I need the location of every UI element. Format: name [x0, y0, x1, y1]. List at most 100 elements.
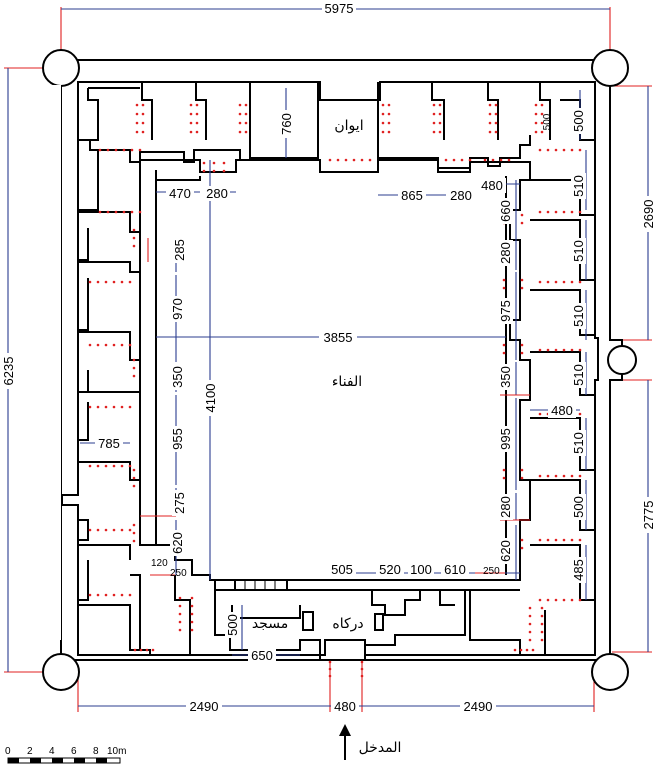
dim-350-right: 350: [498, 366, 513, 388]
doorway-dot: [578, 348, 582, 352]
dim-620-left: 620: [170, 532, 185, 554]
doorway-dot: [554, 280, 558, 284]
doorway-dot: [151, 648, 155, 652]
doorway-dot: [132, 539, 136, 543]
doorway-dot: [546, 280, 550, 284]
doorway-dot: [244, 121, 248, 125]
doorway-dot: [98, 210, 102, 214]
dim-660: 660: [498, 200, 513, 222]
doorway-dot: [578, 280, 582, 284]
entrance-arrow: المدخل: [339, 724, 401, 760]
dim-610: 610: [444, 562, 466, 577]
doorway-dot: [488, 121, 492, 125]
doorway-dot: [520, 286, 524, 290]
doorway-dot: [106, 148, 110, 152]
doorway-dot: [139, 648, 143, 652]
doorway-dot: [534, 112, 538, 116]
south-block: [214, 579, 466, 660]
doorway-dot: [368, 158, 372, 162]
doorway-dot: [494, 121, 498, 125]
doorway-dot: [360, 660, 364, 664]
dim-overall-width: 5975: [325, 1, 354, 16]
doorway-dot: [238, 112, 242, 116]
dim-970: 970: [170, 298, 185, 320]
doorway-dot: [387, 121, 391, 125]
doorway-dot: [222, 169, 226, 173]
doorway-dot: [570, 474, 574, 478]
doorway-dot: [499, 158, 503, 162]
doorway-dot: [135, 103, 139, 107]
dim-room-500a: 500: [571, 110, 586, 132]
doorway-dot: [132, 374, 136, 378]
dim-280-top-left: 280: [206, 186, 228, 201]
scale-tick-6: 6: [71, 746, 77, 757]
label-mosque: مسجد: [252, 616, 288, 632]
doorway-dot: [491, 158, 495, 162]
outer-wall: [60, 59, 623, 661]
doorway-dot: [112, 528, 116, 532]
doorway-dot: [570, 280, 574, 284]
dim-285: 285: [172, 239, 187, 261]
doorway-dot: [130, 210, 134, 214]
doorway-dot: [336, 158, 340, 162]
doorway-dot: [528, 638, 532, 642]
dim-250-left: 250: [170, 568, 187, 579]
dim-785: 785: [98, 436, 120, 451]
dim-right-upper: 2690: [641, 200, 656, 229]
doorway-dot: [352, 158, 356, 162]
doorway-dot: [120, 280, 124, 284]
dim-100: 100: [410, 562, 432, 577]
doorway-dot: [195, 130, 199, 134]
doorway-dot: [520, 351, 524, 355]
label-entrance: المدخل: [359, 740, 402, 756]
doorway-dot: [244, 130, 248, 134]
doorway-dot: [328, 660, 332, 664]
dim-room-510e: 510: [571, 432, 586, 454]
doorway-dot: [132, 244, 136, 248]
inner-perimeter-wall: [61, 81, 599, 656]
dim-470: 470: [169, 186, 191, 201]
dim-250-right: 250: [483, 566, 500, 577]
doorway-dot: [432, 121, 436, 125]
doorway-dot: [328, 674, 332, 678]
doorway-dot: [554, 538, 558, 542]
doorway-dot: [554, 598, 558, 602]
doorway-dot: [381, 103, 385, 107]
doorway-dot: [122, 210, 126, 214]
doorway-dot: [195, 121, 199, 125]
doorway-dot: [132, 236, 136, 240]
doorway-dot: [432, 112, 436, 116]
doorway-dot: [189, 121, 193, 125]
doorway-dot: [88, 528, 92, 532]
doorway-dot: [132, 228, 136, 232]
dim-room-510c: 510: [571, 305, 586, 327]
doorway-dot: [132, 358, 136, 362]
doorway-dot: [132, 366, 136, 370]
dim-mosque-650: 650: [251, 648, 273, 663]
doorway-dot: [190, 620, 194, 624]
doorway-dot: [114, 210, 118, 214]
doorway-dot: [128, 405, 132, 409]
doorway-dot: [195, 103, 199, 107]
doorway-dot: [190, 596, 194, 600]
doorway-dot: [488, 112, 492, 116]
doorway-dot: [538, 538, 542, 542]
doorway-dot: [540, 121, 544, 125]
doorway-dot: [96, 280, 100, 284]
doorway-dot: [502, 351, 506, 355]
doorway-dot: [520, 546, 524, 550]
scale-tick-0: 0: [5, 746, 11, 757]
doorway-dot: [141, 112, 145, 116]
doorway-dot: [562, 598, 566, 602]
dim-120: 120: [151, 558, 168, 569]
doorway-dot: [120, 343, 124, 347]
scale-tick-8: 8: [93, 746, 99, 757]
doorway-dot: [520, 278, 524, 282]
doorway-dot: [120, 593, 124, 597]
doorway-dot: [507, 158, 511, 162]
doorway-dot: [104, 464, 108, 468]
doorway-dot: [562, 148, 566, 152]
doorway-dot: [528, 614, 532, 618]
doorway-dot: [189, 103, 193, 107]
doorway-dot: [106, 210, 110, 214]
